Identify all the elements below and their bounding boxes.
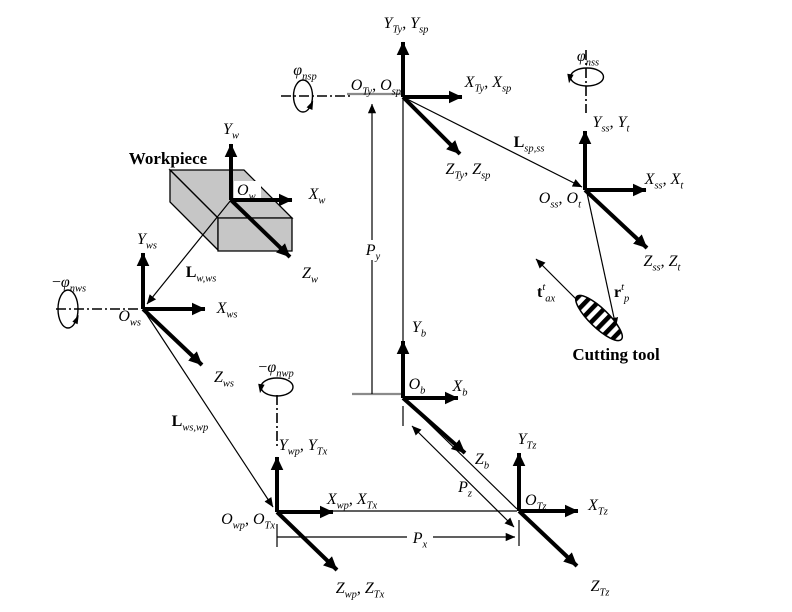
label-z-ty-sp: ZTy, Zsp [446,161,491,182]
axis-z-ws [141,307,204,367]
label-o-wp-tx: Owp, OTx [221,511,275,532]
label-z-tz: ZTz [591,578,610,599]
axis-z-b [401,396,467,455]
axis-z-wp [275,510,339,572]
label-L-w-ws: Lw,ws [186,264,217,285]
vector-t-ax [535,258,578,301]
axis-z-w [229,198,292,259]
label-o-w: Ow [237,182,256,203]
label-x-ty-sp: XTy, Xsp [464,74,512,95]
axis-z-ss [583,188,649,250]
dimension-pz-line [411,425,515,528]
label-phi-nss: φnss [577,48,599,69]
label-pz: Pz [457,479,472,500]
frame-ss [578,130,649,250]
label-L-sp-ss: Lsp,ss [514,134,545,155]
label-y-tz: YTz [518,431,537,452]
label-y-ty-sp: YTy, Ysp [384,15,429,36]
label-o-b: Ob [409,376,426,397]
label-cutting-tool: Cutting tool [572,345,660,364]
label-o-ty-sp: OTy, Osp [351,77,401,98]
label-z-ss-t: Zss, Zt [644,253,682,274]
label-y-ws: Yws [137,231,157,252]
label-r-p: rtp [614,282,629,305]
label-phi-nsp: φnsp [293,62,316,83]
label-y-ss-t: Yss, Yt [593,114,631,135]
axis-z-tz [517,509,579,568]
label-workpiece: Workpiece [129,149,208,168]
label-y-b: Yb [412,319,426,340]
rotation-arrowhead-nws [72,314,79,325]
vector-r-p [586,192,619,328]
label-o-tz: OTz [525,492,547,513]
label-L-ws-wp: Lws,wp [172,413,209,434]
vector-L-sp-ss [402,96,583,188]
label-z-w: Zw [302,265,318,286]
label-y-w: Yw [223,121,239,142]
label-x-b: Xb [451,378,467,399]
label-x-ws: Xws [216,300,238,321]
rotation-ellipse-nss [569,67,605,87]
label-x-wp-tx: Xwp, XTx [326,491,378,512]
label-x-ss-t: Xss, Xt [644,171,685,192]
label-phi-nws: −φnws [52,274,86,295]
rotation-ellipse-nws [57,289,79,329]
label-z-wp-tx: Zwp, ZTx [336,580,385,601]
rotation-ellipse-nwp [260,377,294,397]
rotation-arrowhead-nss [567,73,574,84]
frame-tz [512,452,579,568]
chip-ow-label [234,181,261,198]
label-y-wp-tx: Ywp, YTx [279,437,328,458]
rotation-ellipse-nsp [292,79,314,113]
vector-L-ws-wp [142,308,274,508]
label-o-ss-t: Oss, Ot [539,190,582,211]
frame-ws [136,252,206,367]
label-py: Py [365,242,381,263]
label-px: Px [412,530,428,551]
cutting-tool-shape [574,294,624,342]
label-o-ws: Ows [118,308,141,329]
label-x-w: Xw [308,186,326,207]
label-phi-nwp: −φnwp [258,359,293,380]
axis-z-sp [401,95,462,156]
frame-b [396,340,467,455]
chip-px-label [407,527,433,546]
frame-wp [270,456,339,572]
frame-sp [396,41,463,156]
rotation-arrowhead-nsp [306,100,314,110]
frame-w [224,143,293,259]
label-z-ws: Zws [214,369,234,390]
vector-L-w-ws [146,199,232,305]
rotation-arrowhead-nwp [258,383,265,394]
label-z-b: Zb [475,451,489,472]
chip-py-label [360,240,385,260]
label-t-ax: ttax [537,282,556,305]
label-x-tz: XTz [587,497,608,518]
